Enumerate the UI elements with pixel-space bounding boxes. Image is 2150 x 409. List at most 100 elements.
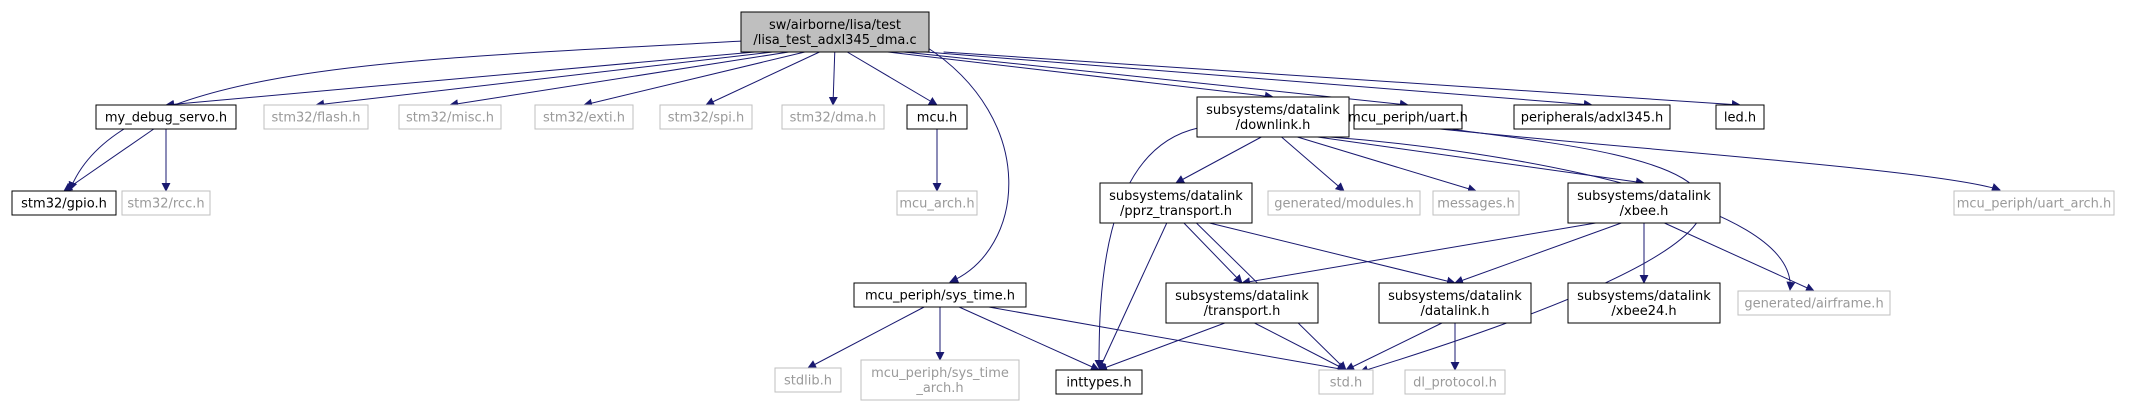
node-box [860,359,1020,401]
node-xbee[interactable]: subsystems/datalink/xbee.h [1567,182,1721,224]
edge-uart-to-std [1359,128,1704,374]
node-box [1715,104,1765,130]
node-stm32-dma: stm32/dma.h [781,104,885,130]
node-gen-airframe: generated/airframe.h [1737,290,1891,316]
edge-root-to-stm32_dma [828,51,838,106]
node-stm32-misc: stm32/misc.h [398,104,502,130]
node-stm32-gpio[interactable]: stm32/gpio.h [11,190,117,216]
node-box [1567,282,1721,324]
node-box [1318,369,1374,395]
node-label: /downlink.h [1236,118,1311,133]
node-label: inttypes.h [1066,376,1131,391]
node-label: stdlib.h [784,374,832,389]
edge-datalink-to-std [1345,322,1443,371]
node-box [1737,290,1891,316]
node-box [781,104,885,130]
node-label: subsystems/datalink [1206,103,1340,118]
node-label: subsystems/datalink [1577,289,1711,304]
edge-downlink-to-pprz_transport [1175,136,1262,184]
edge-root-to-my_debug_servo [165,51,755,109]
node-label: mcu.h [917,111,957,126]
node-label: subsystems/datalink [1175,289,1309,304]
edge-root-to-adxl345 [925,51,1593,109]
edge-pprz_transport-to-transport [1183,222,1243,284]
node-uart-arch: mcu_periph/uart_arch.h [1953,190,2115,216]
node-box [11,190,117,216]
edge-root-to-led [943,51,1741,109]
edge-downlink-to-gen_modules [1281,136,1345,192]
node-stm32-flash: stm32/flash.h [263,104,369,130]
node-box [1267,190,1421,216]
node-label: mcu_periph/uart_arch.h [1957,197,2112,212]
node-downlink[interactable]: subsystems/datalink/downlink.h [1196,96,1350,138]
node-label: stm32/spi.h [668,111,744,126]
node-box [659,104,753,130]
node-std: std.h [1318,369,1374,395]
edge-root-to-stm32_flash [315,51,773,109]
edge-uart-to-uart_arch [1439,128,2001,192]
node-label: /xbee24.h [1611,304,1676,319]
edge-root-to-sys_time [924,45,1010,283]
node-pprz-transport[interactable]: subsystems/datalink/pprz_transport.h [1099,182,1253,224]
node-uart[interactable]: mcu_periph/uart.h [1348,104,1468,130]
node-label: dl_protocol.h [1413,376,1497,391]
node-xbee24[interactable]: subsystems/datalink/xbee24.h [1567,282,1721,324]
node-adxl345[interactable]: peripherals/adxl345.h [1513,104,1671,130]
node-dl-protocol: dl_protocol.h [1404,369,1506,395]
edge-transport-to-std [1254,322,1347,371]
node-label: my_debug_servo.h [105,111,227,126]
node-mcu-arch: mcu_arch.h [896,190,978,216]
edge-pprz_transport-to-datalink [1209,222,1456,286]
node-label: stm32/flash.h [272,111,361,126]
node-box [740,11,930,53]
node-label: /transport.h [1204,304,1281,319]
node-inttypes[interactable]: inttypes.h [1055,369,1143,395]
node-datalink[interactable]: subsystems/datalink/datalink.h [1378,282,1532,324]
node-box [774,367,842,393]
node-box [95,104,237,130]
edge-root-to-stm32_exti [583,51,805,108]
node-label: peripherals/adxl345.h [1521,111,1663,126]
node-box [1196,96,1350,138]
node-transport[interactable]: subsystems/datalink/transport.h [1165,282,1319,324]
node-sys-time[interactable]: mcu_periph/sys_time.h [853,282,1027,308]
node-label: sw/airborne/lisa/test [769,18,901,33]
node-stm32-exti: stm32/exti.h [534,104,634,130]
node-box [1432,190,1520,216]
node-stm32-spi: stm32/spi.h [659,104,753,130]
node-box [1165,282,1319,324]
edge-xbee-to-datalink [1454,222,1622,285]
node-box [263,104,369,130]
node-stdlib: stdlib.h [774,367,842,393]
node-box [1953,190,2115,216]
node-sys-time-arch: mcu_periph/sys_time_arch.h [860,359,1020,401]
edge-sys_time-to-std [988,306,1347,374]
edge-my_debug_servo-to-stm32_gpio [63,128,155,192]
node-label: stm32/exti.h [543,111,625,126]
edge-xbee-to-gen_airframe [1664,222,1815,292]
node-box [1404,369,1506,395]
node-label: subsystems/datalink [1577,189,1711,204]
node-mcu[interactable]: mcu.h [906,104,968,130]
edge-root-to-mcu [846,51,938,106]
node-box [1513,104,1671,130]
node-label: led.h [1724,111,1756,126]
edge-transport-to-inttypes [1098,322,1226,372]
node-led[interactable]: led.h [1715,104,1765,130]
node-box [1353,104,1463,130]
node-label: std.h [1330,376,1363,391]
node-box [398,104,502,130]
node-label: stm32/rcc.h [127,197,204,212]
node-box [853,282,1027,308]
node-root[interactable]: sw/airborne/lisa/test/lisa_test_adxl345_… [740,11,930,53]
edge-root-to-stm32_misc [449,51,789,109]
node-label: generated/modules.h [1274,197,1413,212]
node-label: stm32/gpio.h [21,197,107,212]
node-label: mcu_arch.h [899,197,974,212]
node-my-debug-servo[interactable]: my_debug_servo.h [95,104,237,130]
node-label: generated/airframe.h [1744,297,1883,312]
edge-downlink-to-messages [1297,136,1477,193]
node-box [896,190,978,216]
edge-sys_time-to-stdlib [807,306,925,369]
